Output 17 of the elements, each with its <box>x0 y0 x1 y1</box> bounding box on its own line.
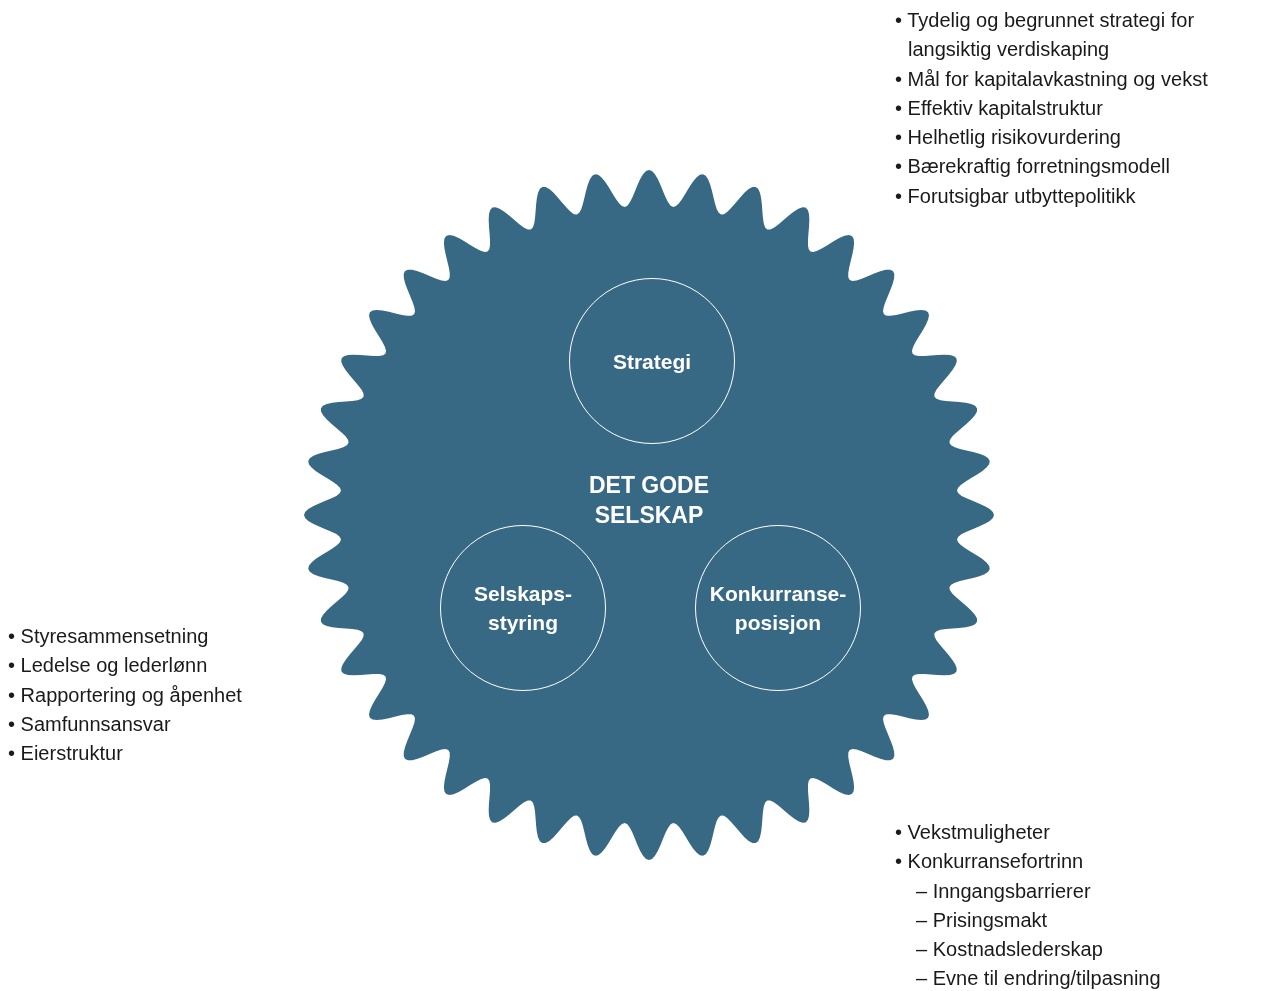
list-item: • Bærekraftig forretningsmodell <box>895 154 1171 180</box>
list-item: • Konkurransefortrinn <box>895 849 1085 875</box>
list-item: • Ledelse og lederlønn <box>8 653 209 679</box>
list-item: • Vekstmuligheter <box>895 820 1051 845</box>
list-item: – Prisingsmakt <box>916 907 1049 933</box>
list-item: • Helhetlig risikovurdering <box>895 125 1122 151</box>
list-item: – Kostnadslederskap <box>916 937 1104 963</box>
list-item: • Eierstruktur <box>8 741 124 767</box>
list-item: • Tydelig og begrunnet strategi for langsiktig verdiskaping <box>895 8 1196 63</box>
list-item: • Samfunnsansvar <box>8 711 172 737</box>
list-item: • Styresammensetning <box>8 624 210 649</box>
list-item: • Forutsigbar utbyttepolitikk <box>895 183 1137 209</box>
list-item: • Effektiv kapitalstruktur <box>895 95 1104 121</box>
list-item: • Rapportering og åpenhet <box>8 682 243 708</box>
list-item: – Inngangsbarrierer <box>916 878 1092 904</box>
list-item: • Mål for kapitalavkastning og vekst <box>895 66 1209 92</box>
list-item: – Evne til endring/tilpasning <box>916 966 1162 991</box>
